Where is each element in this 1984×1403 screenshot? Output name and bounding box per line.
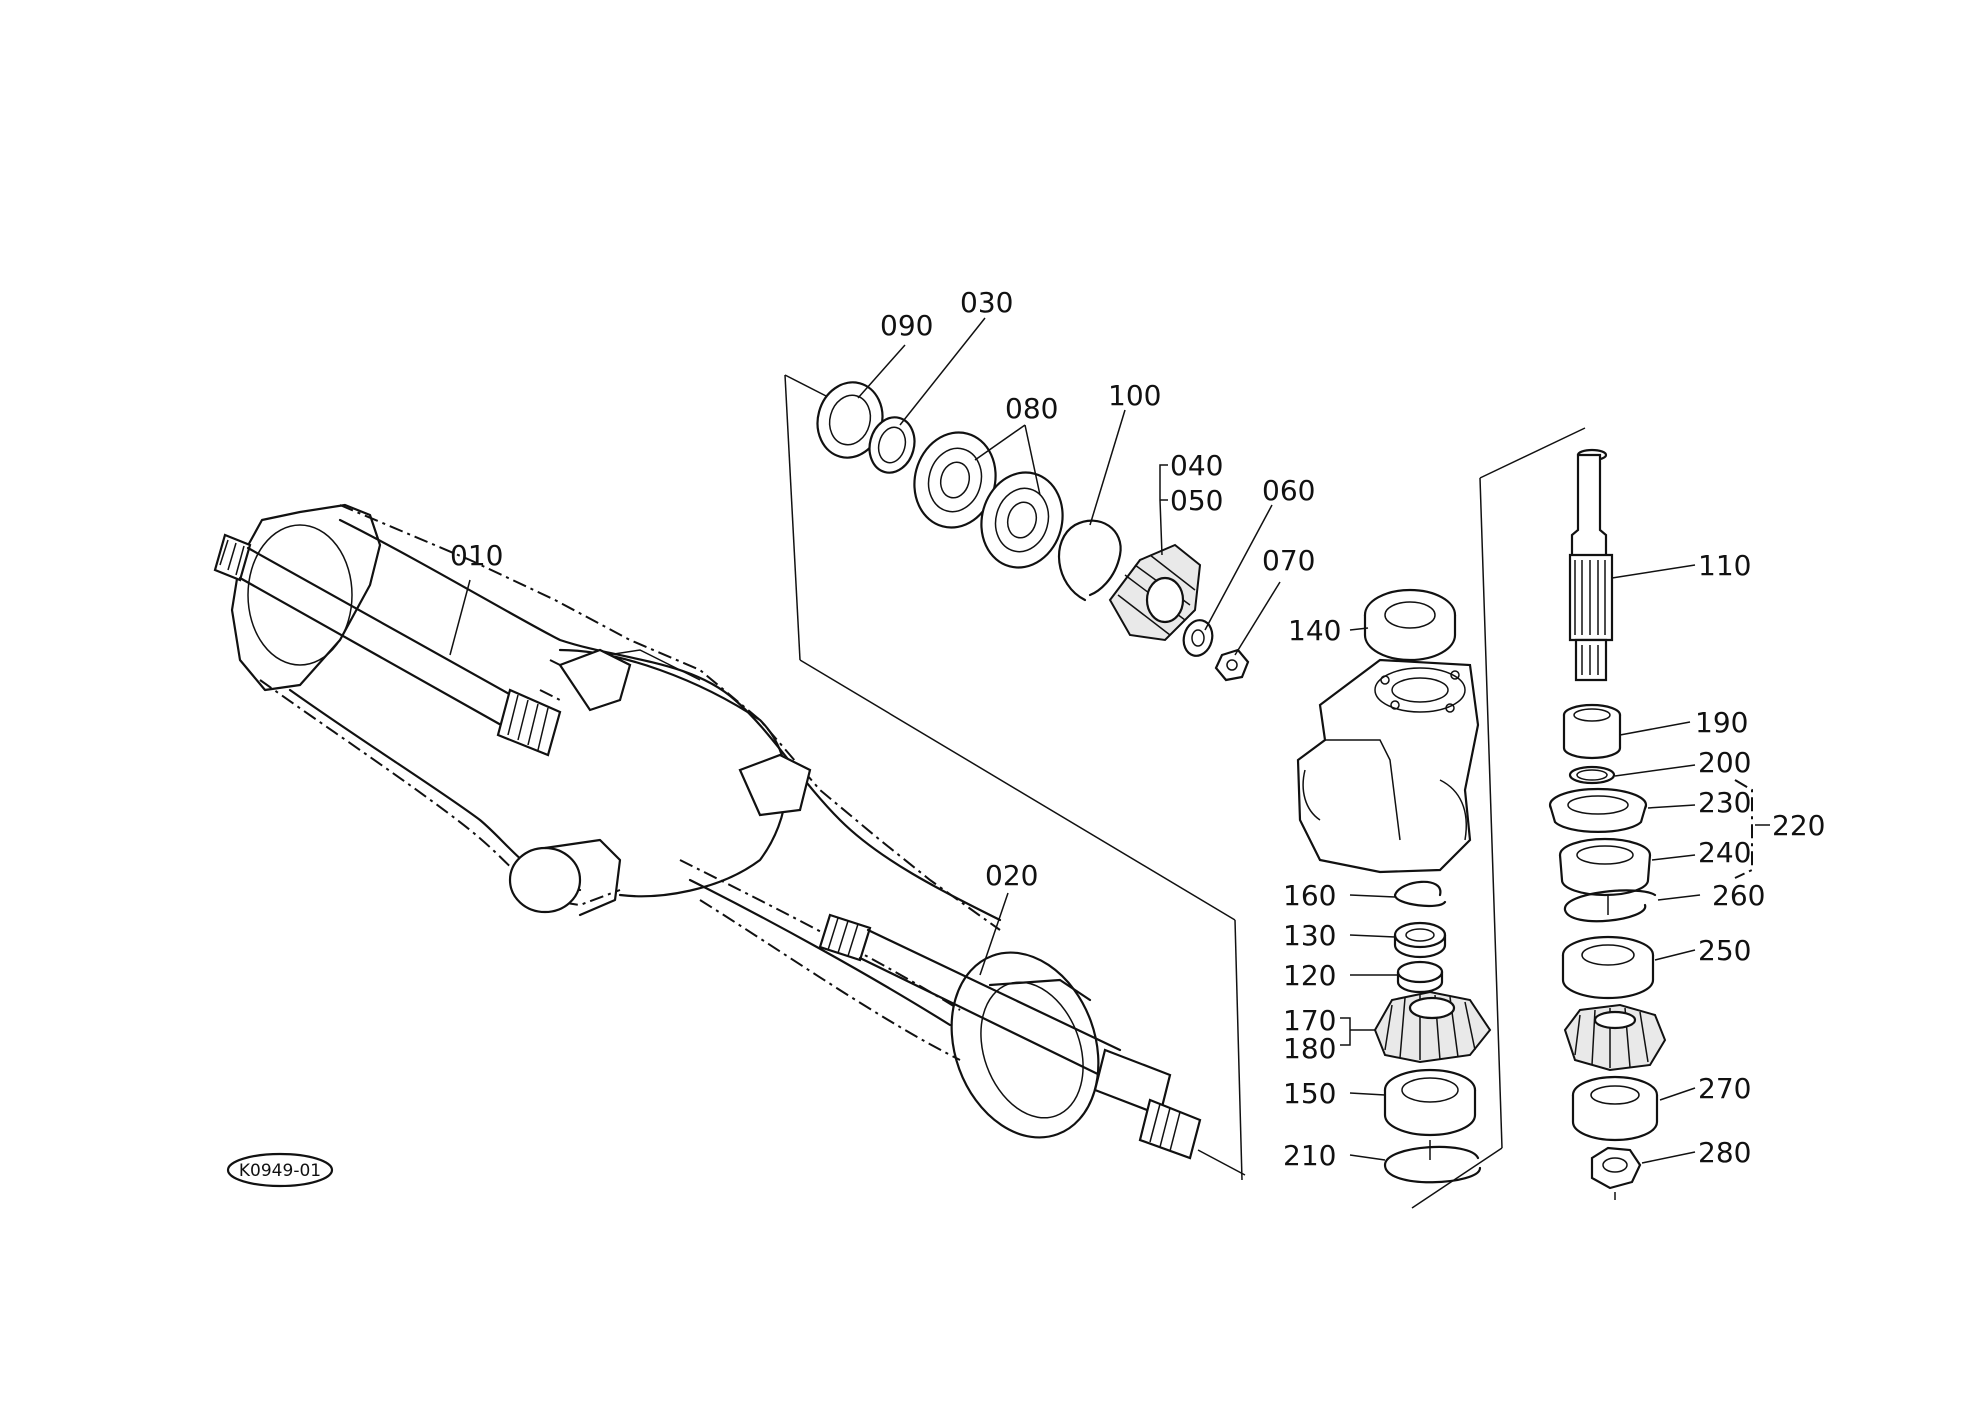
label-210: 210 xyxy=(1283,1139,1336,1172)
label-020: 020 xyxy=(985,859,1038,892)
part-080-bearing-b xyxy=(980,471,1064,569)
part-160-snap-ring xyxy=(1393,880,1447,908)
axle-shaft-020 xyxy=(818,913,1246,1176)
part-190-sleeve xyxy=(1562,703,1622,760)
label-090: 090 xyxy=(880,309,933,342)
part-200-o-ring xyxy=(1568,765,1616,785)
axle-housing xyxy=(230,503,1100,1139)
part-100-snap-ring xyxy=(1057,519,1122,602)
part-030-ring xyxy=(868,416,916,474)
part-060-washer xyxy=(1182,619,1214,657)
label-180: 180 xyxy=(1283,1032,1336,1065)
label-190: 190 xyxy=(1695,706,1748,739)
part-210-snap-ring xyxy=(1383,1140,1482,1184)
label-200: 200 xyxy=(1698,746,1751,779)
label-250: 250 xyxy=(1698,934,1751,967)
label-120: 120 xyxy=(1283,959,1336,992)
part-250-bearing xyxy=(1561,935,1655,1000)
part-170-bevel-gear xyxy=(1373,990,1492,1064)
label-040: 040 xyxy=(1170,449,1223,482)
label-130: 130 xyxy=(1283,919,1336,952)
label-010: 010 xyxy=(450,539,503,572)
part-040-bevel-pinion xyxy=(1108,543,1202,642)
label-140: 140 xyxy=(1288,614,1341,647)
part-070-nut xyxy=(1214,648,1250,682)
part-130-ring xyxy=(1393,921,1447,959)
label-060: 060 xyxy=(1262,474,1315,507)
part-080-bearing-a xyxy=(913,431,997,529)
label-240: 240 xyxy=(1698,836,1751,869)
diagram-code-badge: K0949-01 xyxy=(226,1152,334,1188)
label-100: 100 xyxy=(1108,379,1161,412)
label-160: 160 xyxy=(1283,879,1336,912)
part-120-collar xyxy=(1396,960,1444,994)
axle-shaft-010 xyxy=(213,533,562,757)
label-260: 260 xyxy=(1712,879,1765,912)
diagram-code: K0949-01 xyxy=(239,1161,321,1181)
part-260-snap-ring xyxy=(1563,889,1657,923)
gear-case xyxy=(1296,658,1480,874)
part-280-nut xyxy=(1590,1146,1642,1200)
label-230: 230 xyxy=(1698,786,1751,819)
label-270: 270 xyxy=(1698,1072,1751,1105)
part-labels: 090 030 080 100 040 050 060 070 140 010 … xyxy=(450,286,1825,1172)
frame-lines xyxy=(784,374,1586,1209)
label-170: 170 xyxy=(1283,1004,1336,1037)
part-110-shaft xyxy=(1568,448,1614,682)
part-150-bearing xyxy=(1383,1068,1477,1137)
label-110: 110 xyxy=(1698,549,1751,582)
part-240-housing xyxy=(1558,837,1652,897)
label-070: 070 xyxy=(1262,544,1315,577)
label-280: 280 xyxy=(1698,1136,1751,1169)
label-150: 150 xyxy=(1283,1077,1336,1110)
label-050: 050 xyxy=(1170,484,1223,517)
label-080: 080 xyxy=(1005,392,1058,425)
label-030: 030 xyxy=(960,286,1013,319)
part-140-bearing xyxy=(1363,588,1457,662)
leader-lines xyxy=(449,317,1770,1164)
part-270-bearing xyxy=(1571,1075,1659,1142)
label-220: 220 xyxy=(1772,809,1825,842)
part-230-seal xyxy=(1548,787,1648,833)
bevel-gear-lower xyxy=(1563,1003,1667,1072)
